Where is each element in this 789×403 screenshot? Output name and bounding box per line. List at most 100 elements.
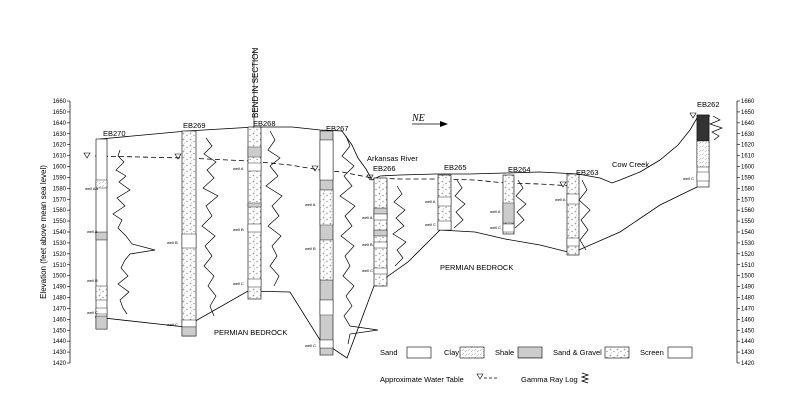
axis-tick-label: 1460 bbox=[53, 317, 67, 323]
legend-sand-swatch bbox=[406, 346, 432, 359]
axis-tick-label: 1540 bbox=[53, 230, 67, 236]
screen-label: well C bbox=[233, 281, 244, 286]
left-elevation-axis: 1420143014401450146014701480149015001510… bbox=[53, 99, 71, 367]
axis-tick-label: 1550 bbox=[741, 219, 755, 225]
gamma-ray-log-eb270 bbox=[112, 149, 156, 315]
axis-tick-label: 1600 bbox=[741, 165, 755, 171]
well-id-eb269: EB269 bbox=[183, 121, 206, 130]
bedrock-surface-line bbox=[94, 186, 698, 359]
gamma-ray-log-eb265 bbox=[453, 179, 466, 229]
bedrock-label-left: PERMIAN BEDROCK bbox=[214, 328, 287, 337]
screen-label: well C bbox=[87, 310, 98, 315]
well-id-eb268: EB268 bbox=[253, 119, 276, 128]
axis-tick-label: 1530 bbox=[741, 241, 755, 247]
well-id-eb267: EB267 bbox=[326, 124, 349, 133]
right-axis-ticks: 1420143014401450146014701480149015001510… bbox=[737, 99, 755, 367]
left-axis-ticks: 1420143014401450146014701480149015001510… bbox=[53, 99, 70, 367]
screen-label: well A bbox=[555, 197, 566, 202]
gamma-ray-log-eb263 bbox=[578, 179, 591, 251]
axis-tick-label: 1500 bbox=[53, 274, 67, 280]
screen-label: well B bbox=[305, 246, 316, 251]
axis-tick-label: 1630 bbox=[741, 132, 755, 138]
river-label: Arkansas River bbox=[367, 154, 418, 163]
screen-label: well B bbox=[362, 242, 373, 247]
gamma-ray-log-eb262 bbox=[708, 115, 724, 141]
gamma-ray-log-eb264 bbox=[514, 179, 527, 229]
axis-tick-label: 1520 bbox=[53, 252, 67, 258]
water-table-symbols bbox=[83, 112, 697, 188]
screen-label: well A bbox=[233, 166, 244, 171]
legend-sand-gravel-swatch bbox=[604, 346, 630, 359]
axis-tick-label: 1460 bbox=[741, 317, 755, 323]
axis-tick-label: 1620 bbox=[53, 143, 67, 149]
well-id-eb264: EB264 bbox=[508, 165, 531, 174]
well-id-eb270: EB270 bbox=[103, 129, 126, 138]
well-column-eb263 bbox=[566, 173, 580, 256]
axis-tick-label: 1650 bbox=[53, 110, 67, 116]
right-elevation-axis: 1420143014401450146014701480149015001510… bbox=[736, 99, 755, 367]
axis-tick-label: 1580 bbox=[741, 186, 755, 192]
well-id-eb265: EB265 bbox=[444, 163, 467, 172]
axis-tick-label: 1640 bbox=[53, 121, 67, 127]
axis-tick-label: 1420 bbox=[53, 361, 67, 367]
axis-tick-label: 1480 bbox=[53, 296, 67, 302]
axis-tick-label: 1490 bbox=[741, 285, 755, 291]
axis-tick-label: 1500 bbox=[741, 274, 755, 280]
legend-gamma-symbol bbox=[580, 372, 590, 384]
well-column-eb262 bbox=[696, 114, 710, 188]
well-column-eb264 bbox=[502, 174, 515, 235]
axis-tick-label: 1530 bbox=[53, 241, 67, 247]
axis-tick-label: 1430 bbox=[741, 350, 755, 356]
well-id-eb266: EB266 bbox=[373, 164, 396, 173]
screen-label: well A bbox=[490, 209, 501, 214]
screen-label: well AA bbox=[85, 186, 98, 191]
legend-screen-swatch bbox=[667, 346, 693, 359]
axis-tick-label: 1490 bbox=[53, 285, 67, 291]
legend-sand-label: Sand bbox=[380, 348, 398, 357]
axis-tick-label: 1470 bbox=[741, 306, 755, 312]
axis-tick-label: 1440 bbox=[741, 339, 755, 345]
axis-tick-label: 1630 bbox=[53, 132, 67, 138]
legend-clay-swatch bbox=[459, 346, 485, 359]
well-id-eb263: EB263 bbox=[576, 168, 599, 177]
axis-tick-label: 1430 bbox=[53, 350, 67, 356]
gamma-ray-log-eb268 bbox=[265, 130, 283, 287]
legend-sand-gravel-label: Sand & Gravel bbox=[553, 348, 602, 357]
well-column-eb270 bbox=[95, 138, 108, 330]
axis-tick-label: 1450 bbox=[53, 328, 67, 334]
axis-tick-label: 1420 bbox=[741, 361, 755, 367]
legend-shale-label: Shale bbox=[495, 348, 514, 357]
axis-tick-label: 1610 bbox=[53, 154, 67, 160]
axis-tick-label: 1570 bbox=[53, 197, 67, 203]
axis-tick-label: 1450 bbox=[741, 328, 755, 334]
legend-shale-swatch bbox=[517, 346, 543, 359]
gamma-ray-log-eb267 bbox=[339, 135, 379, 345]
axis-tick-label: 1440 bbox=[53, 339, 67, 345]
well-column-eb265 bbox=[437, 174, 452, 231]
axis-title: Elevation (feet above mean sea level) bbox=[39, 165, 48, 299]
axis-tick-label: 1660 bbox=[53, 99, 67, 105]
axis-tick-label: 1590 bbox=[53, 175, 67, 181]
axis-tick-label: 1610 bbox=[741, 154, 755, 160]
screen-label: well B bbox=[233, 227, 244, 232]
well-column-eb269 bbox=[181, 130, 197, 337]
well-column-eb266 bbox=[373, 177, 388, 287]
screen-label: well C bbox=[683, 176, 694, 181]
well-column-eb268 bbox=[247, 126, 262, 300]
legend-water-table-label: Approximate Water Table bbox=[380, 375, 464, 384]
axis-tick-label: 1550 bbox=[53, 219, 67, 225]
well-id-eb262: EB262 bbox=[697, 100, 720, 109]
ground-surface-line bbox=[99, 115, 711, 184]
axis-tick-label: 1570 bbox=[741, 197, 755, 203]
screen-label: well C bbox=[425, 222, 436, 227]
water-table-line bbox=[94, 155, 573, 187]
axis-tick-label: 1600 bbox=[53, 165, 67, 171]
screen-label: well A bbox=[362, 215, 373, 220]
screen-label: well C bbox=[490, 225, 501, 230]
legend-water-table-symbol bbox=[476, 373, 498, 380]
axis-tick-label: 1590 bbox=[741, 175, 755, 181]
screen-label: well A bbox=[87, 229, 98, 234]
screen-label: well A bbox=[425, 199, 436, 204]
axis-tick-label: 1480 bbox=[741, 296, 755, 302]
